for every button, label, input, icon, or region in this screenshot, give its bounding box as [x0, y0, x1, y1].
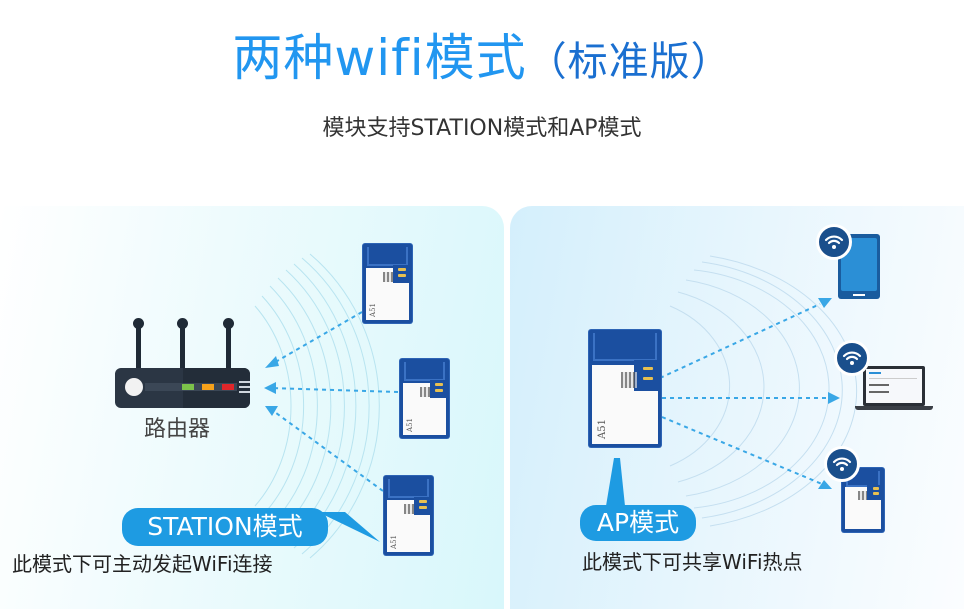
router-icon	[115, 318, 250, 408]
wifi-module-2: A51	[400, 359, 449, 438]
station-mode-panel: 路由器 A51 A51 A51 STATION模式 此模式下可主动发起WiFi连…	[0, 206, 504, 609]
title-main: 两种wifi模式	[232, 29, 527, 87]
laptop-icon	[855, 366, 933, 410]
wifi-icon	[834, 340, 870, 376]
ap-mode-description: 此模式下可共享WiFi热点	[582, 550, 803, 574]
ap-mode-panel: A51 AP模式 此模式下可共享WiFi热点	[510, 206, 964, 609]
ap-mode-badge: AP模式	[580, 505, 696, 541]
led-orange	[202, 384, 214, 390]
signal-waves	[606, 255, 858, 527]
ap-wifi-module: A51	[589, 330, 661, 447]
connection-arrows	[271, 311, 399, 492]
title-sub: （标准版）	[526, 39, 732, 85]
wifi-icon	[816, 224, 852, 260]
wifi-icon	[824, 446, 860, 482]
page-subtitle: 模块支持STATION模式和AP模式	[322, 116, 642, 141]
wifi-module-3: A51	[384, 476, 433, 555]
connection-arrows	[659, 303, 828, 485]
router-label: 路由器	[144, 417, 211, 442]
station-mode-badge: STATION模式	[122, 508, 328, 546]
led-green	[182, 384, 194, 390]
led-red	[222, 384, 234, 390]
wifi-module-1: A51	[363, 244, 412, 323]
page-title: 两种wifi模式（标准版）	[0, 26, 964, 94]
signal-waves	[254, 253, 399, 559]
station-mode-description: 此模式下可主动发起WiFi连接	[12, 552, 273, 576]
